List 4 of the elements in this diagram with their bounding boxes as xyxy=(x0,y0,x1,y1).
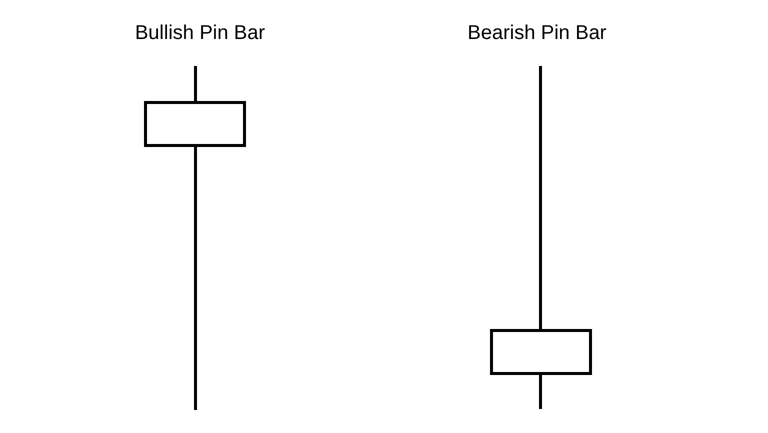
candle-body xyxy=(144,101,246,147)
chart-title: Bearish Pin Bar xyxy=(468,21,606,46)
chart-title: Bullish Pin Bar xyxy=(134,21,266,46)
candle-body xyxy=(490,329,592,375)
